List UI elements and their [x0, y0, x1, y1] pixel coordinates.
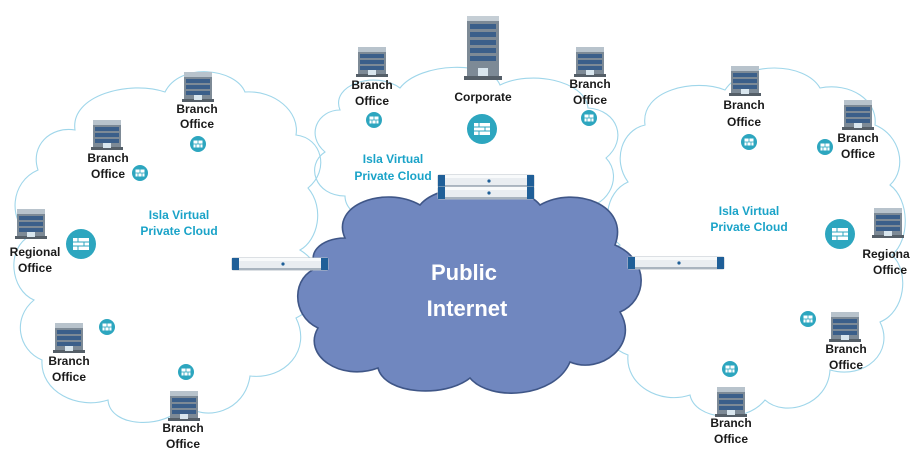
site-label-line2: Office: [52, 370, 86, 384]
site-label-line2: Office: [727, 115, 761, 129]
site-center-right-branch: Branch Office: [569, 47, 611, 127]
building-icon: [53, 323, 85, 353]
building-icon: [715, 387, 747, 417]
site-label-line1: Regiona: [862, 247, 910, 261]
firewall-icon: [189, 135, 207, 153]
firewall-icon: [98, 318, 116, 336]
right-server-appliance-icon: [627, 256, 725, 270]
site-right-regional: Regiona Office: [824, 208, 910, 277]
site-label-line2: Office: [841, 147, 875, 161]
left-private-cloud: [13, 71, 322, 423]
internet-label-line1: Public: [431, 260, 497, 285]
building-icon: [729, 66, 761, 96]
firewall-icon: [816, 138, 834, 156]
site-left-mid-branch: Branch Office: [87, 120, 149, 182]
site-left-regional: Regional Office: [10, 209, 97, 275]
site-label-line2: Office: [829, 358, 863, 372]
internet-label-line2: Internet: [427, 296, 508, 321]
building-icon: [15, 209, 47, 239]
site-label-line1: Branch: [162, 421, 203, 435]
building-icon: [182, 72, 214, 102]
site-label-line2: Office: [355, 94, 389, 108]
building-icon: [872, 208, 904, 238]
site-label-line2: Office: [873, 263, 907, 277]
site-right-bottom-branch: Branch Office: [799, 310, 867, 372]
firewall-icon: [177, 363, 195, 381]
site-center-left-branch: Branch Office: [351, 47, 393, 129]
building-icon: [829, 312, 861, 342]
site-label-line2: Office: [180, 117, 214, 131]
site-label-line1: Branch: [723, 98, 764, 112]
building-icon: [842, 100, 874, 130]
site-label-line1: Branch: [825, 342, 866, 356]
left-cloud-label-line2: Private Cloud: [140, 224, 217, 238]
site-label-line2: Office: [714, 432, 748, 446]
building-icon: [91, 120, 123, 150]
site-label-line2: Office: [18, 261, 52, 275]
site-label-line2: Office: [573, 93, 607, 107]
site-label-line1: Branch: [569, 77, 610, 91]
site-label-line1: Branch: [87, 151, 128, 165]
site-label-line2: Office: [91, 167, 125, 181]
left-server-appliance-icon: [231, 257, 329, 271]
center-cloud-label-line2: Private Cloud: [354, 169, 431, 183]
building-icon: [574, 47, 606, 77]
building-icon: [356, 47, 388, 77]
firewall-icon: [65, 228, 97, 260]
site-label-line1: Corporate: [454, 90, 512, 104]
firewall-icon: [721, 360, 739, 378]
left-cloud-label-line1: Isla Virtual: [149, 208, 209, 222]
building-icon: [168, 391, 200, 421]
site-label-line1: Branch: [176, 102, 217, 116]
site-left-bottom-branch: Branch Office: [48, 318, 116, 384]
firewall-icon: [580, 109, 598, 127]
firewall-icon: [466, 113, 498, 145]
center-server-appliance-bottom-icon: [437, 186, 535, 200]
site-left-top-branch: Branch Office: [176, 72, 218, 153]
public-internet-cloud: Public Internet: [296, 185, 642, 394]
firewall-icon: [365, 111, 383, 129]
firewall-icon: [131, 164, 149, 182]
center-server-appliance-top-icon: [437, 174, 535, 188]
firewall-icon: [740, 133, 758, 151]
site-right-lowest-branch: Branch Office: [710, 360, 752, 446]
right-cloud-label-line1: Isla Virtual: [719, 204, 779, 218]
site-right-top-branch: Branch Office: [723, 66, 765, 151]
site-label-line1: Branch: [48, 354, 89, 368]
firewall-icon: [799, 310, 817, 328]
building-icon: [464, 16, 502, 80]
site-label-line2: Office: [166, 437, 200, 449]
site-label-line1: Branch: [710, 416, 751, 430]
firewall-icon: [824, 218, 856, 250]
site-label-line1: Branch: [351, 78, 392, 92]
center-cloud-label-line1: Isla Virtual: [363, 152, 423, 166]
site-label-line1: Branch: [837, 131, 878, 145]
site-right-far-branch: Branch Office: [816, 100, 879, 161]
site-corporate: Corporate: [454, 16, 512, 145]
site-label-line1: Regional: [10, 245, 61, 259]
site-left-lowest-branch: Branch Office: [162, 363, 204, 449]
right-cloud-label-line2: Private Cloud: [710, 220, 787, 234]
